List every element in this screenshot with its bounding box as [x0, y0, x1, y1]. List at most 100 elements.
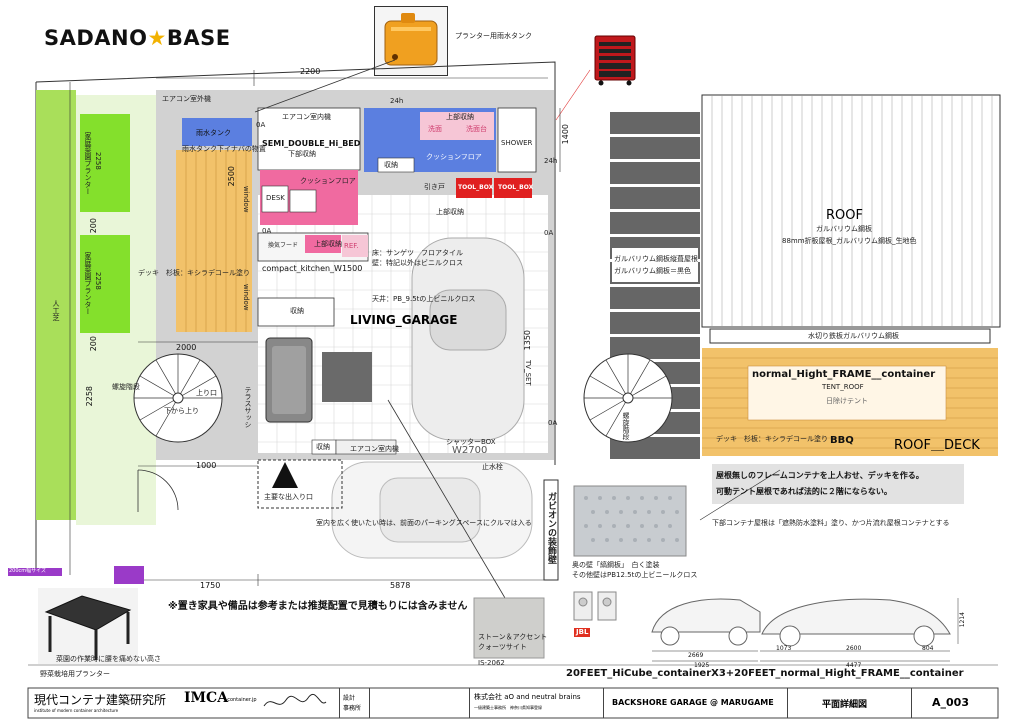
gabion-label: ガビオンの装飾壁 — [546, 492, 556, 564]
sunshade-label: 日除けテント — [826, 397, 868, 405]
stone-3: IS-2062 — [478, 659, 505, 667]
roof-note-2: 可動テント屋根であれば法的に２階にならない。 — [716, 487, 892, 496]
dim-1400: 1400 — [561, 124, 570, 145]
planter-caption-1: 菜園の作業時に腰を痛めない高さ — [56, 655, 161, 663]
aircon-indoor-1: エアコン室内機 — [282, 113, 331, 121]
oa-1: 0A — [256, 121, 266, 129]
cushion-floor-blue: クッションフロア — [426, 153, 482, 161]
washroom-2: 洗面台 — [466, 125, 487, 133]
floor-note-2: 壁：特記以外はビニルクロス — [372, 259, 463, 267]
window-1-label: window — [242, 186, 250, 213]
car-dim-2600: 2600 — [846, 645, 862, 652]
planter-1-num: 2258 — [94, 152, 102, 170]
drawing-number: A_003 — [932, 696, 969, 709]
drip-plate-label: 水切り鉄板ガルバリウム鋼板 — [808, 332, 899, 340]
planter-1-label: 家庭菜園プランター — [84, 132, 92, 195]
jbl-logo: JBL — [574, 628, 591, 637]
company-sub2: institute of modern container architectu… — [34, 708, 119, 713]
stone-1: ストーン＆アクセント — [478, 633, 548, 641]
container-title: 20FEET_HiCube_containerX3+20FEET_normal_… — [566, 668, 964, 679]
kitchen-label: compact_kitchen_W1500 — [262, 264, 363, 273]
logo: SADANO★BASE — [44, 26, 231, 50]
dim-1350: 1350 — [523, 330, 532, 351]
planter-caption-2: 野菜栽培用プランター — [40, 670, 110, 678]
footer-office: 設計 事務所 — [340, 688, 370, 718]
car-dim-804: 804 — [922, 645, 934, 652]
window-2-label: window — [242, 284, 250, 311]
project-name: BACKSHORE GARAGE @ MARUGAME — [612, 698, 774, 707]
aircon-indoor-2: エアコン室内機 — [350, 445, 399, 453]
office-2: 事務所 — [343, 705, 362, 712]
logo-right: BASE — [166, 26, 231, 50]
roof-spiral-label: 螺旋階段 — [622, 412, 630, 440]
car-dim-1073: 1073 — [776, 645, 792, 652]
artificial-turf-label: 人工芝 — [52, 300, 60, 321]
signature-icon — [260, 692, 330, 714]
tent-roof-label: TENT_ROOF — [822, 383, 864, 391]
oa-3: 0A — [544, 229, 554, 237]
bbq-label: BBQ — [830, 435, 854, 446]
h24-1: 24h — [390, 97, 404, 105]
side-roof-1: ガルバリウム鋼板縦葺屋根 — [614, 255, 698, 263]
rain-tank-label: 雨水タンク — [196, 129, 231, 137]
toolbox-2: TOOL_BOX — [498, 184, 534, 191]
side-roof-2: ガルバリウム鋼板＝黒色 — [614, 267, 691, 275]
dim-2258: 2258 — [85, 386, 94, 407]
dim-2200: 2200 — [300, 67, 321, 76]
footer-blank — [370, 688, 470, 718]
upper-storage-3: 上部収納 — [314, 240, 342, 248]
car-dim-2669: 2669 — [688, 652, 704, 659]
bed-label: SEMI_DOUBLE_Hi_BED — [262, 139, 361, 148]
roof-deck-wood-label: デッキ 杉板：キシラデコール塗り — [716, 435, 828, 443]
dim-200-b: 200 — [89, 336, 98, 352]
spiral-note: 下から上り — [164, 407, 199, 415]
h24-2: 24h — [544, 157, 558, 165]
logo-left: SADANO — [44, 26, 148, 50]
tank-label: プランター用雨水タンク — [455, 32, 532, 40]
storage-label-2: 収納 — [290, 307, 304, 315]
spiral-stair-label: 螺旋階段 — [112, 383, 140, 391]
range-hood-label: 換気フード — [268, 242, 299, 249]
dim-1000: 1000 — [196, 461, 217, 470]
dim-2500: 2500 — [227, 166, 236, 187]
frame-container-label: normal_Hight_FRAME__container — [752, 369, 936, 380]
upper-storage-2: 上部収納 — [436, 208, 464, 216]
footer-number: A_003 — [912, 688, 998, 718]
upper-storage-1: 上部収納 — [446, 113, 474, 121]
oa-4: 0A — [548, 419, 558, 427]
aircon-outdoor: エアコン室外機 — [162, 95, 211, 103]
tv-set-label: TV_SET — [524, 360, 532, 386]
shutter-box-label: シャッターBOX — [446, 438, 496, 446]
stop-water-label: 止水栓 — [482, 463, 503, 471]
planter-2-num: 2258 — [94, 272, 102, 290]
back-wall-note-2: その他壁はPB12.5tの上ビニールクロス — [572, 571, 698, 579]
parking-note: 室内を広く使いたい時は、前面のパーキングスペースにクルマは入る — [316, 519, 532, 527]
roof-material: ガルバリウム鋼板 — [816, 225, 872, 233]
disclaimer: ※置き家具や備品は参考または推奨配置で見積もりには含みません — [168, 601, 468, 612]
footer-company: 現代コンテナ建築研究所 IMCA i-container.jp institut… — [28, 688, 340, 718]
entrance-label: 主要な出入り口 — [264, 493, 313, 501]
roof-note-3: 下部コンテナ屋根は「遮熱防水塗料」塗り、かつ片流れ屋根コンテナとする — [712, 519, 950, 527]
dim-1750: 1750 — [200, 581, 221, 590]
drawing-title: 平面詳細図 — [822, 700, 868, 710]
bed-storage-label: 下部収納 — [288, 150, 316, 158]
client-name: 株式会社 aO and neutral brains — [474, 693, 581, 701]
company-en: IMCA — [184, 690, 229, 706]
footer-drawing: 平面詳細図 — [788, 688, 912, 718]
terrace-label: テラスサッシ — [244, 386, 252, 428]
star-icon: ★ — [147, 26, 167, 50]
washroom-1: 洗面 — [428, 125, 442, 133]
rain-tank-storage-label: 雨水タンク下イナバの物置 — [182, 145, 266, 153]
planter-size-badge: 200cm幅サイズ — [9, 568, 47, 574]
roof-detail: 88mm折板屋根_ガルバリウム鋼板_生地色 — [782, 237, 917, 245]
dim-5878: 5878 — [390, 581, 411, 590]
shower-label: SHOWER — [501, 139, 533, 147]
sliding-door-label: 引き戸 — [424, 183, 445, 191]
floor-note-1: 床：サンゲツ フロアタイル — [372, 249, 463, 257]
dim-200-a: 200 — [89, 218, 98, 234]
water-tank-image — [374, 6, 448, 76]
oa-2: 0A — [262, 227, 272, 235]
planter-2-label: 家庭菜園プランター — [84, 252, 92, 315]
roof-label: ROOF — [826, 208, 863, 223]
